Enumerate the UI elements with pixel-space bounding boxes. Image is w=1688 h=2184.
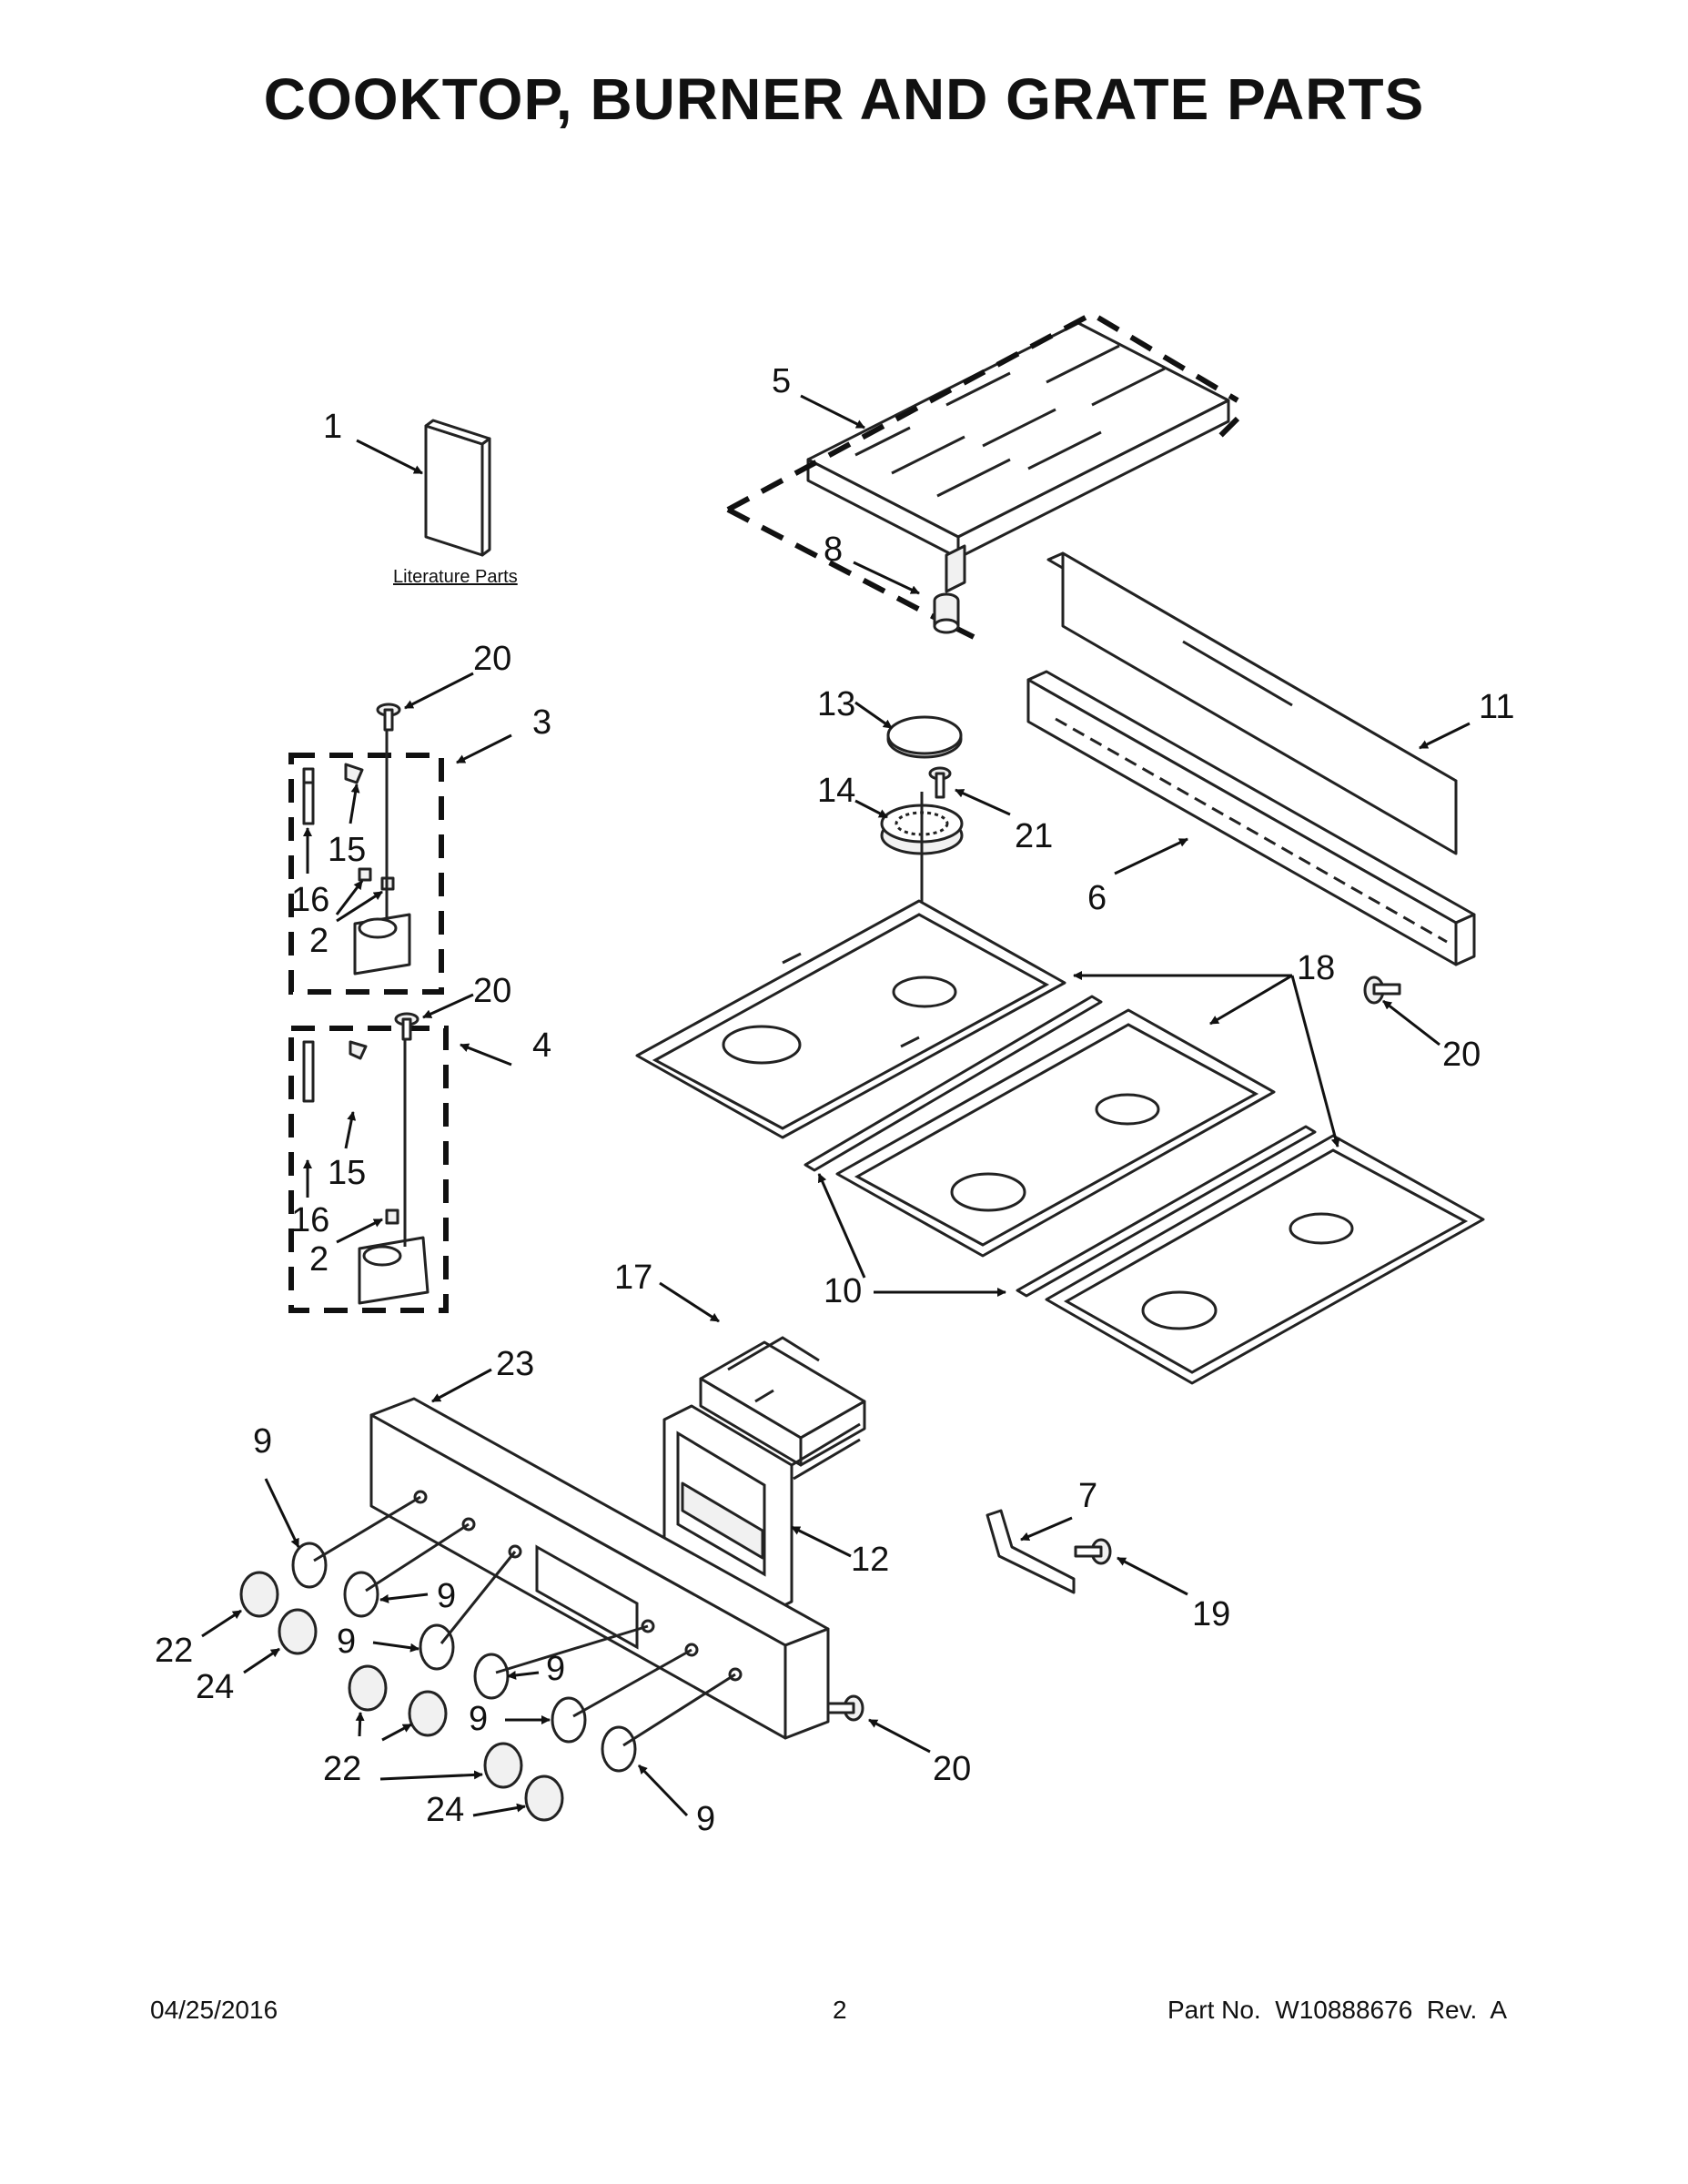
callout-8: 8 [824,531,844,569]
callout-16-upper: 16 [291,881,330,919]
callout-7: 7 [1078,1477,1098,1515]
callout-5: 5 [772,362,792,400]
screw-panel [826,1694,864,1722]
callout-21: 21 [1015,817,1054,855]
valve-assembly-lower [288,1026,449,1313]
callout-20-middle: 20 [473,972,512,1010]
callout-1: 1 [323,408,343,446]
callout-11: 11 [1479,688,1515,726]
bracket [986,1509,1076,1594]
screw-lower-valve [394,1012,419,1041]
literature-booklet [424,419,491,557]
grate [726,310,1240,640]
callout-12: 12 [851,1541,890,1579]
screw-upper-valve [376,703,401,732]
callout-15-lower: 15 [328,1154,367,1192]
burner-box-middle [835,1008,1276,1258]
callout-23: 23 [496,1345,535,1383]
callout-15-upper: 15 [328,831,367,869]
callout-9-fifth: 9 [469,1700,489,1738]
callout-24-upper: 24 [196,1668,235,1706]
callout-9-fourth: 9 [546,1650,566,1688]
burner-screw [928,766,952,799]
callout-9-third: 9 [337,1623,357,1661]
callout-17: 17 [614,1259,653,1297]
seal-strips [804,995,1317,1298]
callout-20-lower: 20 [933,1750,972,1788]
control-panel [369,1397,830,1740]
callout-13: 13 [817,685,856,723]
bracket-screw [1074,1538,1112,1565]
callout-18: 18 [1297,949,1336,987]
page-title: COOKTOP, BURNER AND GRATE PARTS [263,66,1425,132]
callout-24-lower: 24 [426,1791,465,1829]
footer-page-number: 2 [833,1996,847,2024]
callout-20-upper: 20 [473,640,512,678]
control-knobs [239,1571,564,1822]
callout-2-upper: 2 [309,922,329,960]
burner-box-right [1045,1134,1485,1385]
grate-foot [933,592,960,634]
callout-22-lower: 22 [323,1750,362,1788]
callout-9-second: 9 [437,1577,457,1615]
valve-assembly-upper [288,719,444,995]
vent-trim [1026,670,1476,966]
footer-part-number: Part No. W10888676 Rev. A [1167,1996,1508,2024]
callout-4: 4 [532,1026,552,1065]
callout-16-lower: 16 [291,1201,330,1239]
literature-parts-label: Literature Parts [393,567,518,587]
rear-trim [1046,551,1458,855]
callout-14: 14 [817,772,856,810]
callout-6: 6 [1087,879,1107,917]
callout-2-lower: 2 [309,1240,329,1279]
callout-9-bottom: 9 [696,1800,716,1838]
knob-bezels [291,1542,637,1773]
burner-base [880,792,964,956]
screw-right [1363,976,1401,1005]
callout-3: 3 [532,703,552,742]
burner-box-left [635,899,1066,1139]
callout-19: 19 [1192,1595,1231,1633]
callout-9-top: 9 [253,1422,273,1461]
footer-date: 04/25/2016 [150,1996,278,2024]
callout-10: 10 [824,1272,863,1310]
callout-22-upper: 22 [155,1632,194,1670]
callout-20-right: 20 [1442,1036,1481,1074]
